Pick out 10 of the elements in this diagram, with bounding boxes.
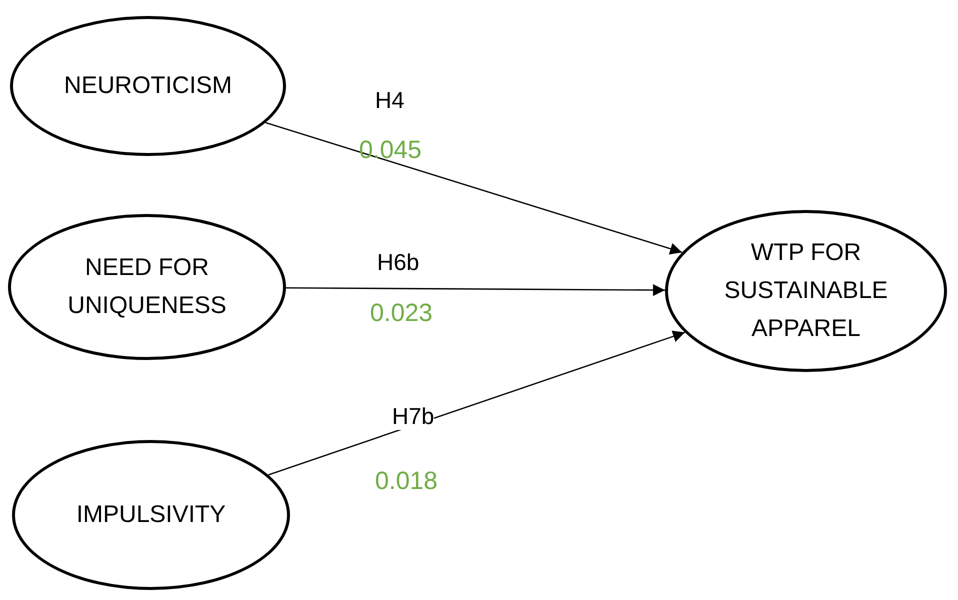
path-coefficient: 0.018 [375,466,438,496]
construct-name: IMPULSIVITY [76,500,226,530]
arrow [268,330,686,476]
construct-name: NEUROTICISM [64,71,232,101]
path-coefficient: 0.023 [370,298,433,328]
path-coefficient: 0.045 [359,135,422,165]
arrow [286,284,666,296]
arrow [265,122,682,255]
construct-name: WTP FOR SUSTAINABLE APPAREL [723,238,889,344]
construct-name: NEED FOR UNIQUENESS [66,253,228,321]
